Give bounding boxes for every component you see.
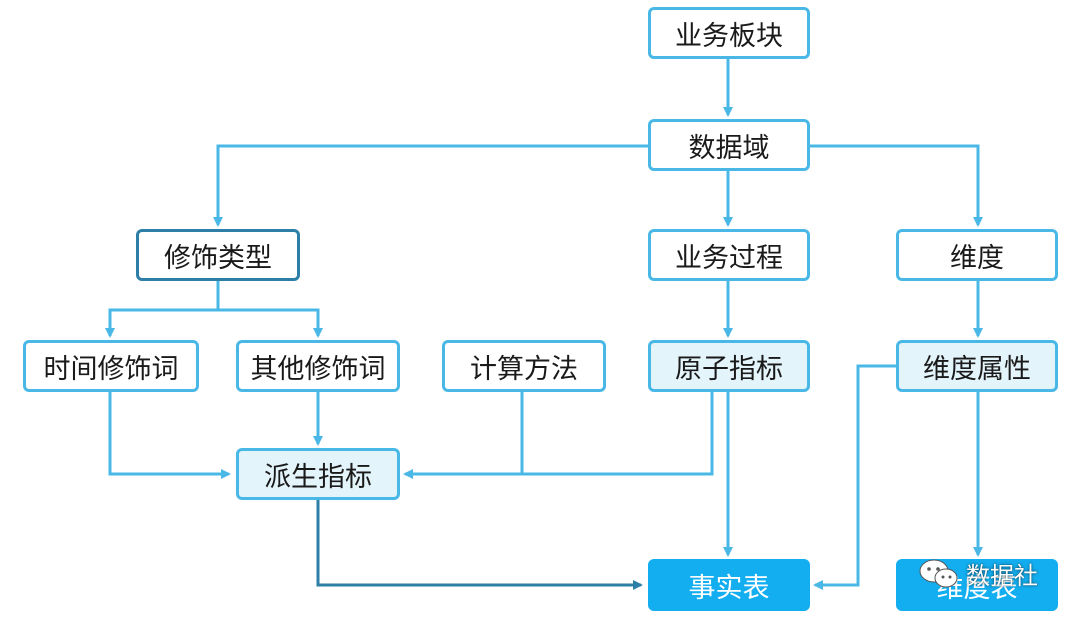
node-label: 维度 — [950, 242, 1004, 274]
node-calc-method: 计算方法 — [442, 340, 606, 392]
node-label: 原子指标 — [675, 353, 783, 385]
edge-time-to-derived — [108, 390, 231, 479]
node-derived-metric: 派生指标 — [236, 448, 400, 500]
node-label: 其他修饰词 — [250, 353, 386, 385]
node-label: 事实表 — [688, 572, 770, 604]
edge-attr-to-fact — [813, 364, 898, 590]
node-data-domain: 数据域 — [648, 119, 810, 171]
node-time-modifier: 时间修饰词 — [23, 340, 199, 392]
wechat-icon — [919, 559, 958, 587]
node-label: 维度属性 — [923, 353, 1031, 385]
node-business-sector: 业务板块 — [648, 7, 810, 59]
node-atomic-metric: 原子指标 — [648, 340, 810, 392]
node-label: 业务板块 — [675, 20, 783, 52]
node-label: 计算方法 — [470, 353, 578, 385]
node-dimension-attr: 维度属性 — [896, 340, 1058, 392]
edge-atomic-to-derived — [403, 390, 714, 479]
edge-derived-to-fact — [316, 500, 643, 590]
node-label: 修饰类型 — [164, 242, 272, 274]
node-label: 派生指标 — [264, 461, 372, 493]
watermark: 数据社 — [918, 556, 1038, 591]
edge-domain-to-modifier-type — [213, 144, 650, 227]
node-label: 数据域 — [688, 132, 770, 164]
node-modifier-type: 修饰类型 — [136, 229, 300, 281]
node-label: 时间修饰词 — [43, 353, 179, 385]
node-business-process: 业务过程 — [648, 229, 810, 281]
edge-domain-to-dimension — [808, 144, 983, 227]
node-other-modifier: 其他修饰词 — [236, 340, 400, 392]
watermark-text: 数据社 — [966, 562, 1038, 590]
node-label: 业务过程 — [675, 242, 783, 274]
edge-modifier-type-split — [105, 280, 220, 338]
edge-modifier-type-to-other — [218, 308, 323, 338]
node-fact-table: 事实表 — [648, 559, 810, 611]
node-dimension: 维度 — [896, 229, 1058, 281]
